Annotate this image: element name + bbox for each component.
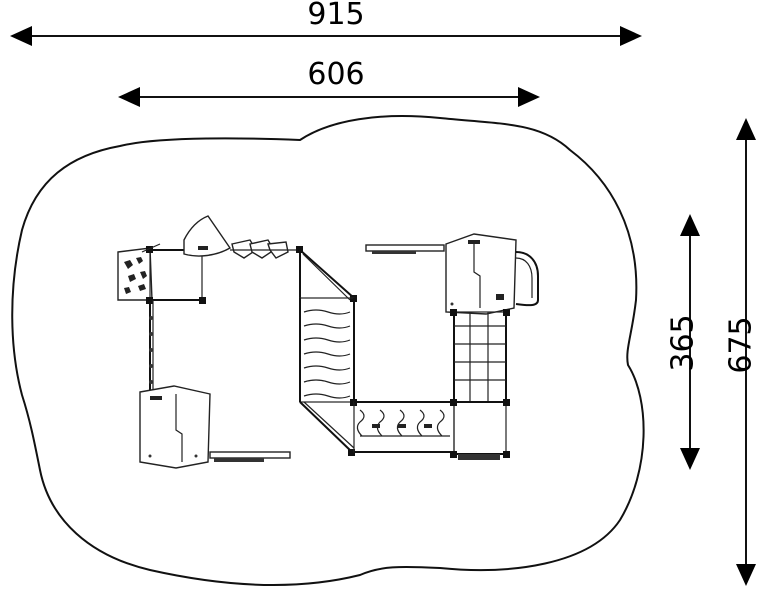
left-tower-roof bbox=[139, 385, 211, 469]
net-climber bbox=[450, 309, 510, 403]
dim-label-inner-depth: 365 bbox=[666, 314, 701, 371]
diagonal-rail-bottom bbox=[299, 399, 357, 456]
safety-zone-outline bbox=[11, 115, 645, 586]
diagonal-rail-top bbox=[296, 246, 357, 302]
right-tower-roof bbox=[445, 233, 517, 315]
left-bottom-bar bbox=[209, 451, 291, 462]
stepping-shields bbox=[230, 239, 300, 259]
dim-label-overall-depth: 675 bbox=[724, 316, 759, 373]
dim-inner-depth bbox=[680, 214, 700, 470]
dim-label-inner-width: 606 bbox=[307, 57, 364, 92]
right-top-bar bbox=[365, 244, 445, 254]
left-rail bbox=[149, 300, 154, 395]
chain-bridge bbox=[353, 401, 455, 453]
dim-inner-width bbox=[118, 87, 540, 107]
right-platform bbox=[450, 399, 510, 460]
wave-bridge bbox=[299, 297, 355, 403]
fan-panel bbox=[183, 215, 232, 257]
dim-overall-depth bbox=[736, 118, 756, 586]
dim-label-overall-width: 915 bbox=[307, 0, 364, 32]
dim-overall-width bbox=[10, 26, 642, 46]
right-handle bbox=[515, 251, 539, 307]
climbing-wall bbox=[117, 247, 153, 301]
